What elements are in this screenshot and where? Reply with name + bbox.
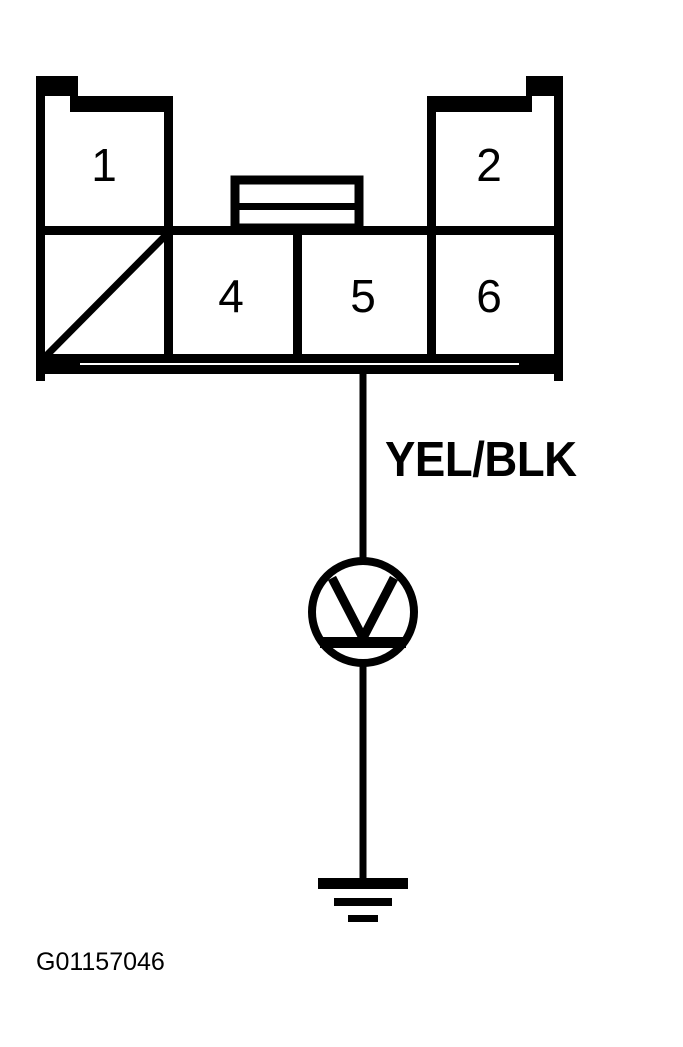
top-edge-right-segment: [428, 96, 532, 112]
ground-point-v-shape: [328, 575, 398, 648]
pin-label-5: 5: [350, 270, 376, 322]
chassis-ground-symbol: [318, 878, 408, 922]
ground-wire-group: YEL/BLK: [359, 365, 577, 882]
pin-label-1: 1: [91, 139, 117, 191]
circled-ground-point-symbol: [308, 557, 418, 667]
ground-bar-3: [348, 915, 378, 922]
cell1-right-wall: [164, 96, 173, 234]
wire-color-label: YEL/BLK: [385, 433, 577, 488]
locking-tab-divider: [235, 203, 359, 210]
ground-point-bar: [320, 637, 406, 648]
ground-bar-1: [318, 878, 408, 889]
cell5-cell6-divider: [427, 231, 436, 359]
ground-bar-2: [334, 898, 392, 906]
bottom-inner-edge: [36, 354, 563, 363]
cell3-cell4-divider: [164, 231, 173, 359]
top-left-tab: [36, 76, 78, 104]
bottom-outer-rail: [44, 365, 555, 374]
top-edge-left-segment: [70, 96, 172, 112]
top-right-tab: [526, 76, 563, 104]
pin-label-4: 4: [218, 270, 244, 322]
ground-point-circle: [308, 557, 418, 667]
figure-id-label: G01157046: [36, 948, 165, 976]
cell4-cell5-divider: [293, 231, 302, 359]
pin-label-2: 2: [476, 139, 502, 191]
connector-body: 1 2 4 5 6: [36, 76, 563, 381]
cell2-left-wall: [427, 96, 436, 234]
unused-cavity-slash: [42, 231, 170, 360]
pin-label-6: 6: [476, 270, 502, 322]
